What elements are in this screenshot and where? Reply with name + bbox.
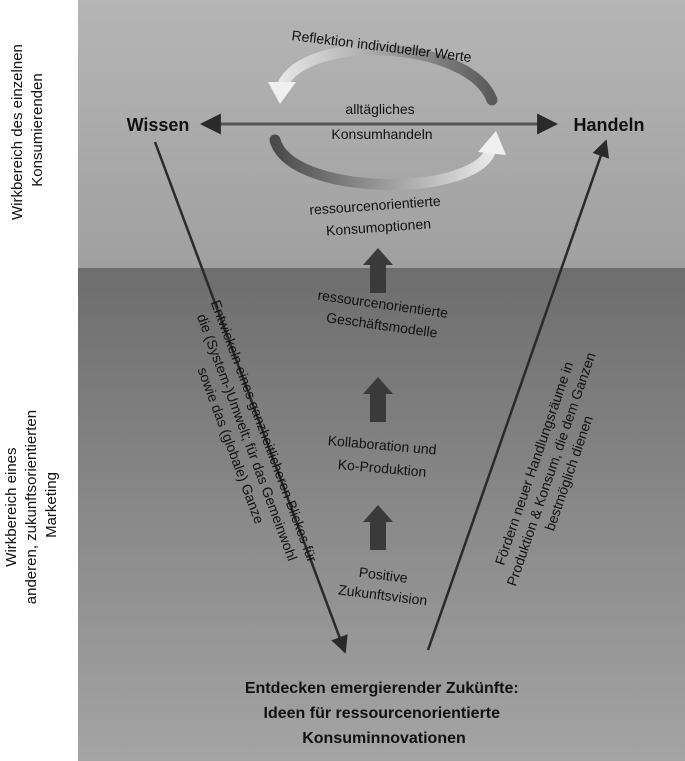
- bottom-title-line1: Entdecken emergierender Zukünfte:: [245, 680, 519, 697]
- up-arrow-2: [363, 377, 393, 422]
- node-wissen: Wissen: [127, 115, 190, 135]
- up-arrow-3: [363, 505, 393, 550]
- cycle-arrowhead-top: [268, 82, 296, 104]
- cycle-center-line1: alltägliches: [345, 101, 414, 117]
- up-arrow-1: [363, 248, 393, 293]
- side-label-bottom-line2: anderen, zukunftsorientierten: [23, 410, 40, 604]
- side-label-top: Wirkbereich des einzelnen Konsumierenden: [9, 40, 46, 220]
- cycle-arc-top: [276, 44, 498, 106]
- cycle-center-label: alltägliches Konsumhandeln: [331, 101, 432, 142]
- side-label-top-line1: Wirkbereich des einzelnen: [9, 44, 26, 220]
- bottom-title-line2: Ideen für ressourcenorientierte: [264, 705, 501, 722]
- collaboration-line2: Ko-Produktion: [337, 456, 427, 480]
- right-diagonal-arrow: [426, 139, 610, 651]
- bottom-title: Entdecken emergierender Zukünfte: Ideen …: [245, 680, 523, 747]
- cycle-center-line2: Konsumhandeln: [331, 126, 432, 142]
- options-line2: Konsumoptionen: [326, 215, 432, 238]
- side-label-bottom: Wirkbereich eines anderen, zukunftsorien…: [3, 406, 60, 604]
- node-handeln: Handeln: [573, 115, 644, 135]
- vision-line1: Positive: [358, 564, 409, 586]
- side-label-bottom-line3: Marketing: [43, 472, 60, 538]
- cycle-arc-bottom: [269, 134, 496, 190]
- bottom-title-line3: Konsuminnovationen: [302, 730, 466, 747]
- left-diagonal-arrow: [153, 141, 348, 654]
- side-label-top-line2: Konsumierenden: [29, 73, 46, 186]
- cycle-arrowhead-bottom: [478, 131, 506, 155]
- side-label-bottom-line1: Wirkbereich eines: [3, 447, 20, 566]
